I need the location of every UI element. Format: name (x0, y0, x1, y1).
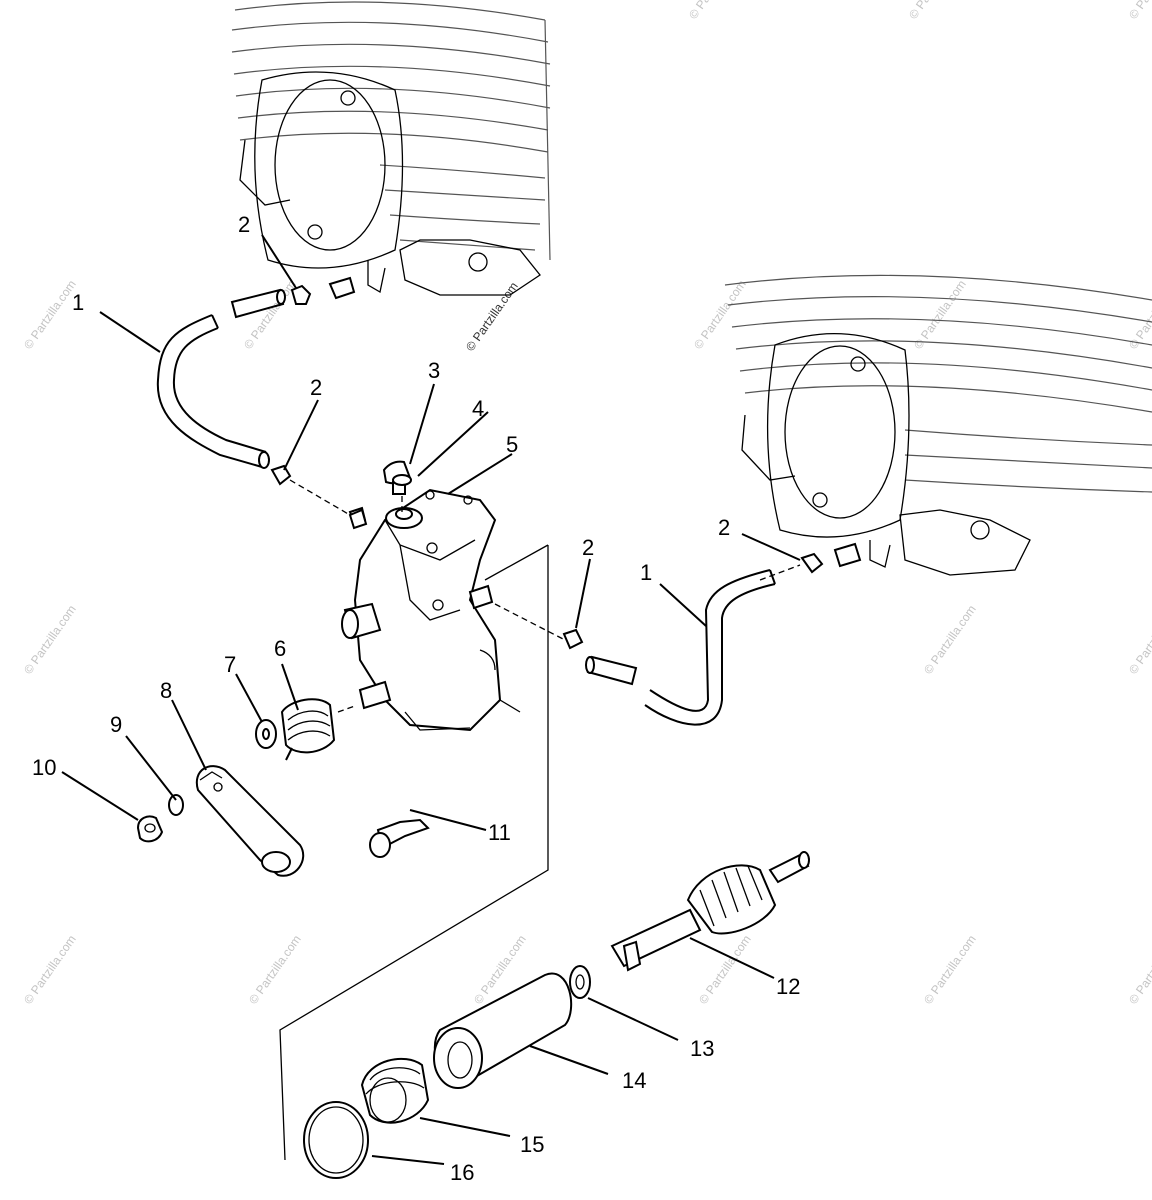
callout-1: 1 (72, 290, 84, 315)
watermark: © Partzilla.com (1126, 0, 1152, 22)
watermark: © Partzilla.com (921, 602, 979, 676)
watermark: © Partzilla.com (463, 279, 521, 353)
callout-14: 14 (622, 1068, 646, 1093)
callout-1: 1 (640, 560, 652, 585)
watermark: © Partzilla.com (1126, 277, 1152, 351)
callout-16: 16 (450, 1160, 474, 1185)
watermark: © Partzilla.com (921, 932, 979, 1006)
callout-4: 4 (472, 396, 484, 421)
watermark: © Partzilla.com (906, 0, 964, 22)
callout-12: 12 (776, 974, 800, 999)
watermark: © Partzilla.com (696, 932, 754, 1006)
callout-11: 11 (488, 820, 511, 845)
callout-2: 2 (582, 535, 594, 560)
oil-line-right (494, 542, 862, 726)
callout-15: 15 (520, 1132, 544, 1157)
watermark: © Partzilla.com (1126, 932, 1152, 1006)
callout-2: 2 (238, 212, 250, 237)
engine-cylinder-upper (231, 1, 551, 296)
callout-13: 13 (690, 1036, 714, 1061)
callout-2: 2 (718, 515, 730, 540)
watermark: © Partzilla.com (21, 277, 79, 351)
watermark: © Partzilla.com (241, 277, 299, 351)
watermark: © Partzilla.com (911, 277, 969, 351)
callout-10: 10 (32, 755, 56, 780)
callout-6: 6 (274, 636, 286, 661)
watermark: © Partzilla.com (691, 277, 749, 351)
leader-lines (61, 234, 801, 1165)
watermark: © Partzilla.com (21, 602, 79, 676)
callout-7: 7 (224, 652, 236, 677)
watermark: © Partzilla.com (1126, 602, 1152, 676)
watermark: © Partzilla.com (21, 932, 79, 1006)
watermark: © Partzilla.com (246, 932, 304, 1006)
callout-8: 8 (160, 678, 172, 703)
watermark-layer: © Partzilla.com © Partzilla.com © Partzi… (21, 0, 1152, 1007)
callout-labels: 1 1 2 2 2 2 3 4 5 6 7 8 9 10 11 12 13 14… (32, 212, 800, 1185)
lever-assembly (136, 698, 430, 877)
callout-5: 5 (506, 432, 518, 457)
oil-pump-body (341, 460, 502, 732)
callout-3: 3 (428, 358, 440, 383)
watermark: © Partzilla.com (686, 0, 744, 22)
exploded-view-frame (279, 544, 549, 1161)
engine-cylinder-right (724, 274, 1152, 576)
callout-2: 2 (310, 375, 322, 400)
drive-shaft-assembly (303, 851, 810, 1179)
callout-9: 9 (110, 712, 122, 737)
